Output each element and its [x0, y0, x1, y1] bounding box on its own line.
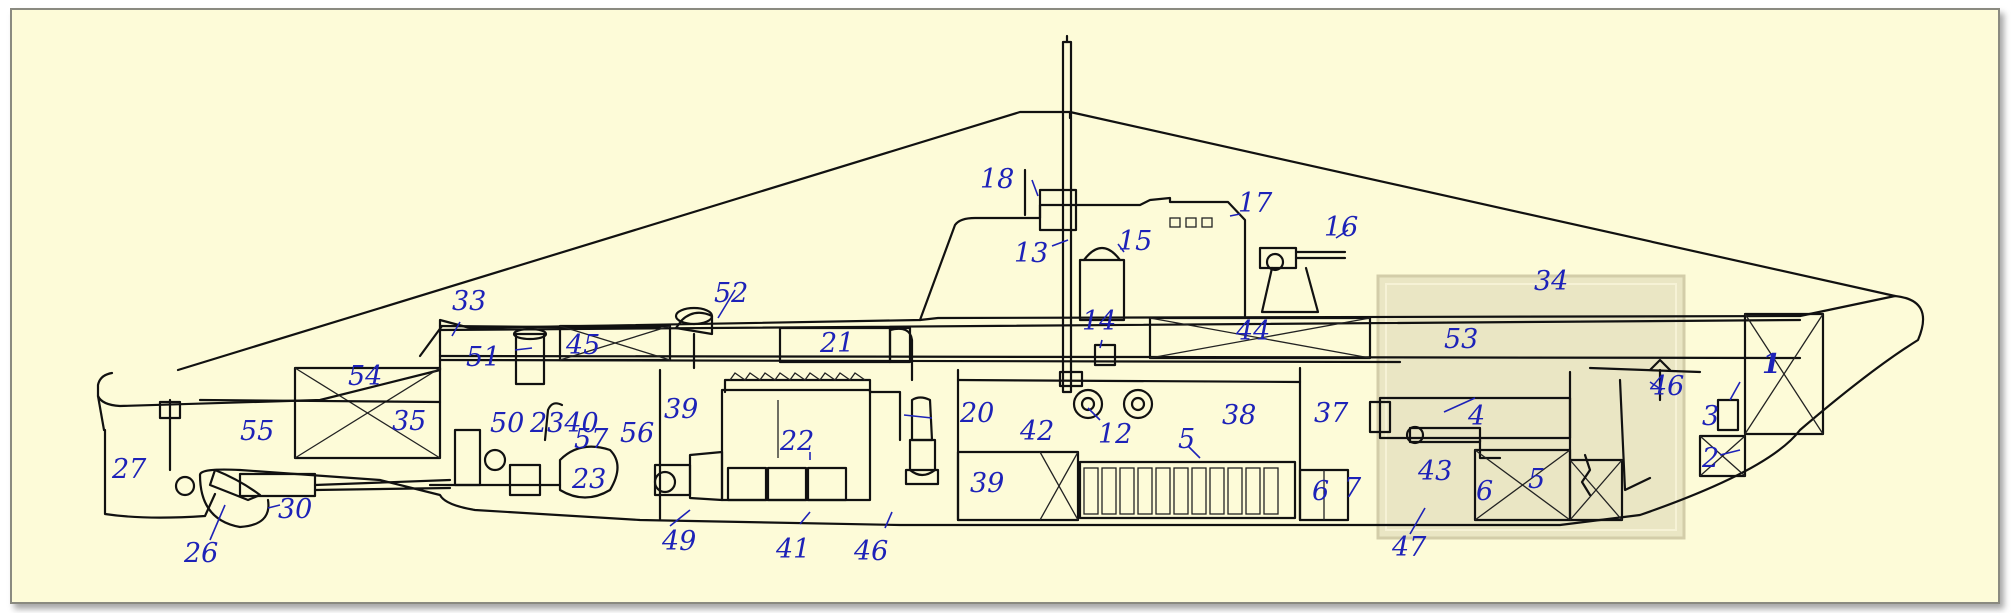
- engine-room: [428, 368, 960, 522]
- label-12: 12: [1098, 419, 1132, 450]
- label-52: 52: [714, 278, 748, 309]
- label-22: 22: [779, 426, 814, 457]
- deck-casing: [438, 316, 1802, 382]
- label-46-keel: 46: [853, 536, 888, 567]
- label-43: 43: [1417, 456, 1452, 487]
- label-3: 3: [1702, 401, 1719, 432]
- hull-outline: [96, 294, 1925, 529]
- label-5-torpedo: 5: [1528, 464, 1545, 495]
- label-1: 1: [1762, 349, 1781, 380]
- label-2340: 2340: [529, 408, 599, 439]
- air-flasks: [512, 246, 1126, 388]
- label-15: 15: [1118, 226, 1152, 257]
- leader-lines: [209, 179, 1741, 541]
- label-20: 20: [959, 398, 994, 429]
- label-37: 37: [1314, 398, 1349, 429]
- label-54: 54: [348, 361, 382, 392]
- stern-gear: [158, 366, 452, 502]
- label-23: 23: [571, 464, 606, 495]
- label-46-torpedo: 46: [1649, 371, 1684, 402]
- label-7: 7: [1344, 473, 1362, 504]
- bow-compartment: [1698, 312, 1825, 478]
- label-13: 13: [1014, 238, 1048, 269]
- label-17: 17: [1238, 188, 1273, 219]
- torpedo-room: [1368, 358, 1702, 522]
- hatch-ladder: [904, 396, 940, 486]
- label-33: 33: [452, 286, 486, 317]
- label-44: 44: [1235, 316, 1270, 347]
- label-49: 49: [661, 526, 696, 557]
- label-18: 18: [980, 164, 1014, 195]
- label-56: 56: [620, 418, 654, 449]
- label-50: 50: [490, 408, 524, 439]
- label-39-engine: 39: [664, 394, 698, 425]
- label-45: 45: [565, 330, 600, 361]
- label-38: 38: [1222, 400, 1256, 431]
- label-2: 2: [1701, 443, 1719, 474]
- label-35: 35: [392, 406, 426, 437]
- label-27: 27: [111, 454, 147, 485]
- label-47: 47: [1391, 532, 1427, 563]
- label-34: 34: [1534, 266, 1568, 297]
- label-51: 51: [466, 342, 500, 373]
- part-number-labels: 1 2 3 4 5 5 6 6 7 12 13 14 15 16 17 18 2…: [111, 164, 1781, 569]
- label-53: 53: [1444, 324, 1478, 355]
- label-42: 42: [1019, 416, 1054, 447]
- label-6-battery: 6: [1312, 476, 1329, 507]
- label-16: 16: [1324, 212, 1358, 243]
- label-39-control: 39: [970, 468, 1004, 499]
- label-21: 21: [819, 328, 854, 359]
- battery-compartment: [1078, 460, 1350, 522]
- label-5-battery: 5: [1178, 424, 1195, 455]
- label-55: 55: [240, 416, 274, 447]
- control-room: [956, 366, 1302, 522]
- deck-gun: [1258, 246, 1347, 314]
- label-57: 57: [574, 424, 609, 455]
- label-4: 4: [1467, 401, 1485, 432]
- conning-tower: [918, 188, 1247, 322]
- label-6-torpedo: 6: [1476, 476, 1493, 507]
- periscope-mast: [1023, 34, 1073, 394]
- label-14: 14: [1082, 306, 1116, 337]
- label-26: 26: [183, 538, 218, 569]
- label-41: 41: [775, 534, 810, 565]
- watermark-panel: [1376, 274, 1686, 540]
- label-30: 30: [278, 494, 312, 525]
